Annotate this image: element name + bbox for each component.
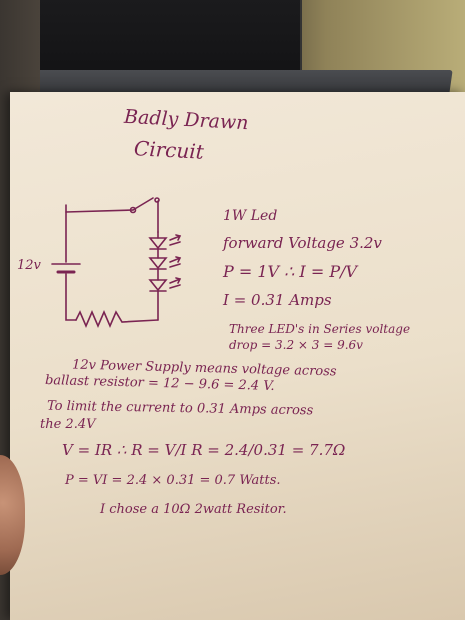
power-formula-line: P = 1V ∴ I = P/V [223,262,358,281]
switch-lever [132,197,154,211]
conclusion-line: I chose a 10Ω 2watt Resitor. [100,502,287,517]
paper-sheet [10,92,465,620]
series-note-line-2: drop = 3.2 × 3 = 9.6v [229,338,363,352]
led-heading: 1W Led [223,208,278,224]
current-value-line: I = 0.31 Amps [223,291,332,309]
ohms-law-line: V = IR ∴ R = V/I R = 2.4/0.31 = 7.7Ω [62,441,346,459]
switch-contact-left [129,206,137,214]
led-2 [148,257,168,270]
resistor-symbol [75,309,159,329]
switch-contact-right [154,197,160,203]
left-wire-lower [65,273,77,321]
led-1 [148,237,168,250]
series-note-line-1: Three LED's in Series voltage [229,322,411,336]
supply-voltage-label: 12v [17,258,41,273]
title-line-2: Circuit [133,136,205,164]
forward-voltage-line: forward Voltage 3.2v [223,234,382,252]
power-calc-line: P = VI = 2.4 × 0.31 = 0.7 Watts. [65,473,281,488]
led-3 [148,279,168,292]
top-wire [65,204,134,213]
limit-note-line-2: the 2.4V [40,417,96,432]
